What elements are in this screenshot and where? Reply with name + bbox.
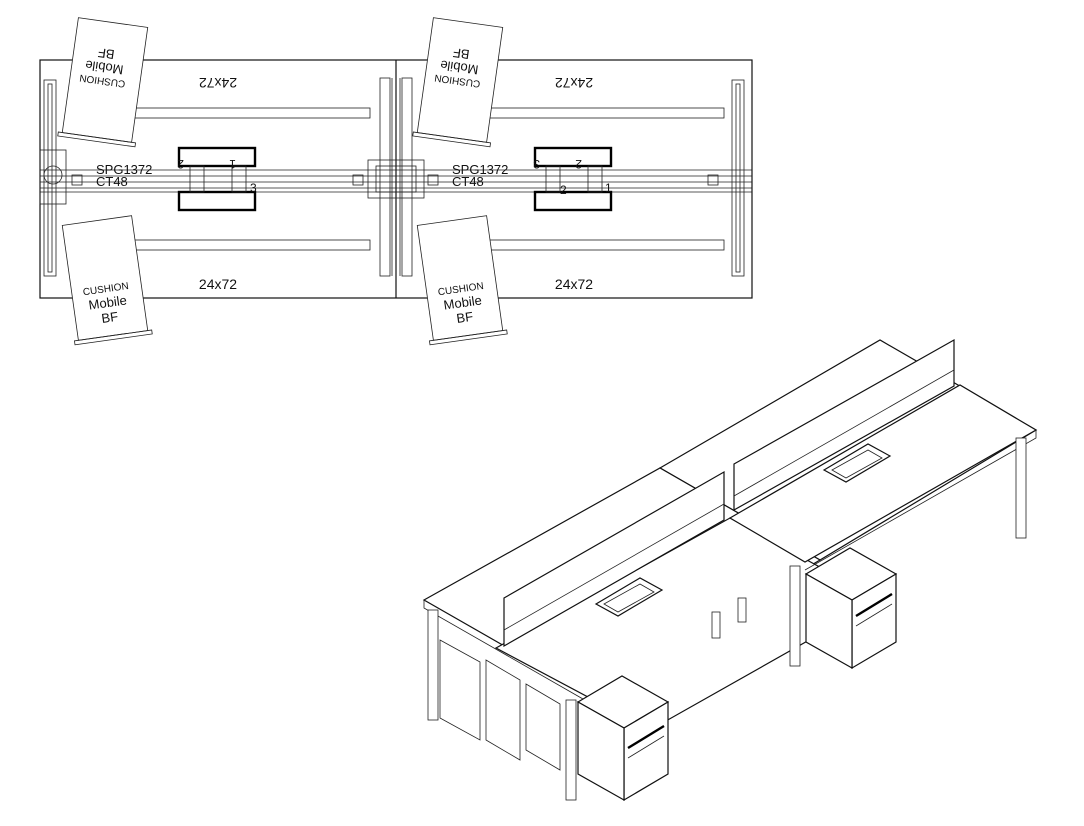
ped-bl-line3: BF <box>100 309 119 326</box>
plan-view: CUSHION Mobile BF CUSHION Mobile BF CUSH… <box>39 17 753 346</box>
power-unit-right <box>533 146 613 212</box>
isometric-view <box>422 338 1038 802</box>
iso-privacy-panel-right <box>733 338 955 512</box>
ped-tr-line3: BF <box>452 45 471 62</box>
tag-2-left: 2 <box>177 157 184 171</box>
power-unit-left <box>177 146 257 212</box>
grommet-label-1: CT48 <box>96 174 128 189</box>
spine-label-2: SPG1372 <box>452 162 508 177</box>
spine-beam <box>40 169 752 193</box>
desk-1-bottom-size-label: 24x72 <box>199 276 237 292</box>
desk-2-top-size-label: 24x72 <box>555 75 593 91</box>
iso-edge-right <box>804 430 1037 571</box>
spine-label-1: SPG1372 <box>96 162 152 177</box>
iso-pedestal-rear-1 <box>439 639 561 771</box>
iso-grommet-right <box>822 443 892 483</box>
pedestal-top-right <box>412 17 504 148</box>
tag-3-left: 3 <box>250 181 257 195</box>
ped-tl-line2: Mobile <box>84 57 124 77</box>
iso-pedestal-front-left <box>576 675 670 802</box>
iso-grommet-left <box>594 577 664 617</box>
iso-pedestal-front-right <box>804 547 898 670</box>
grommet-label-2: CT48 <box>452 174 484 189</box>
ped-tl-line3: BF <box>97 45 116 62</box>
ped-tr-line2: Mobile <box>439 57 479 77</box>
iso-legs <box>427 437 1027 801</box>
desk-1-top-size-label: 24x72 <box>199 75 237 91</box>
plan-right-leg <box>731 79 745 277</box>
ped-br-line3: BF <box>455 309 474 326</box>
pedestal-bottom-left <box>61 215 153 346</box>
plan-center-leg <box>367 77 425 277</box>
tag-2-right-top: 2 <box>575 157 582 171</box>
pedestal-top-left <box>57 17 149 148</box>
spine-connectors <box>71 174 719 186</box>
tag-3-right: 3 <box>533 157 540 171</box>
support-rails <box>73 107 725 251</box>
tag-1-left: 1 <box>229 157 236 171</box>
desk-2-bottom-size-label: 24x72 <box>555 276 593 292</box>
ped-bl-line2: Mobile <box>88 292 128 312</box>
ped-br-line2: Mobile <box>443 292 483 312</box>
plan-left-leg <box>39 79 67 277</box>
tag-2-right: 2 <box>560 183 567 197</box>
tag-1-right: 1 <box>605 181 612 195</box>
pedestal-bottom-right <box>416 215 508 346</box>
